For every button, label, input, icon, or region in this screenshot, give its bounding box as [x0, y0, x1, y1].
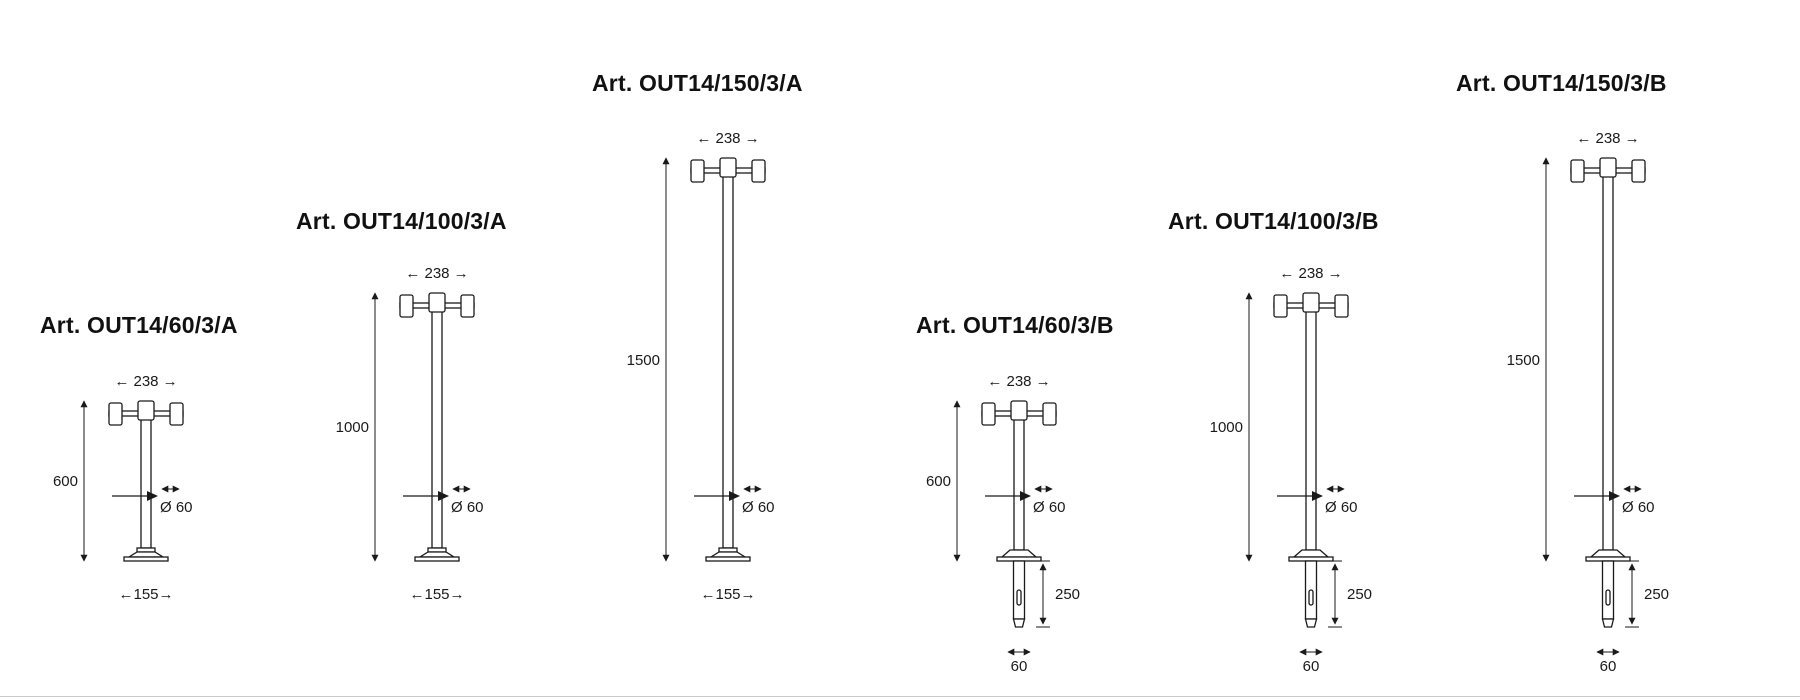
- fixture-out14-150-3-a: 1500 ← 238 → Ø 60 ←155→: [627, 130, 775, 603]
- base-width-dimension-label: ←155→: [409, 586, 464, 603]
- base-plate: [414, 547, 460, 562]
- diameter-leader-arrow-icon: [438, 491, 449, 501]
- base-width-dimension-label: ←155→: [118, 586, 173, 603]
- fixture-title-out14-150-3-b: Art. OUT14/150/3/B: [1456, 70, 1667, 96]
- height-dimension-label: 600: [926, 473, 951, 490]
- pole: [1013, 414, 1025, 551]
- diameter-dimension-label: Ø 60: [451, 499, 484, 516]
- head-width-dimension-label: ← 238 →: [696, 130, 759, 147]
- height-dimension-label: 600: [53, 473, 78, 490]
- diameter-dimension-label: Ø 60: [160, 499, 193, 516]
- base-plate: [123, 547, 169, 562]
- fixture-title-out14-100-3-a: Art. OUT14/100/3/A: [296, 208, 507, 234]
- fixture-out14-150-3-b: 1500 ← 238 → Ø 60 250 60: [1507, 130, 1669, 675]
- diameter-leader-arrow-icon: [147, 491, 158, 501]
- base-plate: [705, 547, 751, 562]
- fixture-out14-100-3-b: 1000 ← 238 → Ø 60 250 60: [1210, 265, 1372, 675]
- height-dimension-label: 1500: [627, 352, 660, 369]
- pole: [722, 171, 734, 549]
- fixture-title-out14-60-3-b: Art. OUT14/60/3/B: [916, 312, 1114, 338]
- diameter-leader-arrow-icon: [729, 491, 740, 501]
- diameter-leader-arrow-icon: [1312, 491, 1323, 501]
- ground-spike-base: [1585, 549, 1631, 628]
- head-width-dimension-label: ← 238 →: [114, 373, 177, 390]
- ground-spike-base: [1288, 549, 1334, 628]
- height-dimension-label: 1000: [336, 419, 369, 436]
- head-width-dimension-label: ← 238 →: [987, 373, 1050, 390]
- diameter-dimension-label: Ø 60: [1033, 499, 1066, 516]
- pole: [431, 306, 443, 549]
- spike-width-dimension-label: 60: [1600, 658, 1617, 675]
- fixture-out14-100-3-a: 1000 ← 238 → Ø 60 ←155→: [336, 265, 484, 603]
- diameter-leader-arrow-icon: [1020, 491, 1031, 501]
- height-dimension-label: 1000: [1210, 419, 1243, 436]
- pole: [1305, 306, 1317, 551]
- diameter-leader-arrow-icon: [1609, 491, 1620, 501]
- spike-depth-dimension-label: 250: [1644, 586, 1669, 603]
- diameter-dimension-label: Ø 60: [1622, 499, 1655, 516]
- spike-width-dimension-label: 60: [1303, 658, 1320, 675]
- pole: [140, 414, 152, 549]
- ground-spike-base: [996, 549, 1042, 628]
- height-dimension-label: 1500: [1507, 352, 1540, 369]
- spike-width-dimension-label: 60: [1011, 658, 1028, 675]
- fixture-title-out14-150-3-a: Art. OUT14/150/3/A: [592, 70, 803, 96]
- diameter-dimension-label: Ø 60: [742, 499, 775, 516]
- head-width-dimension-label: ← 238 →: [1279, 265, 1342, 282]
- spike-depth-dimension-label: 250: [1055, 586, 1080, 603]
- base-width-dimension-label: ←155→: [700, 586, 755, 603]
- head-width-dimension-label: ← 238 →: [405, 265, 468, 282]
- fixture-out14-60-3-b: 600 ← 238 → Ø 60 250 60: [926, 373, 1080, 675]
- fixture-out14-60-3-a: 600 ← 238 → Ø 60 ←155→: [53, 373, 193, 603]
- spike-depth-dimension-label: 250: [1347, 586, 1372, 603]
- diameter-dimension-label: Ø 60: [1325, 499, 1358, 516]
- head-width-dimension-label: ← 238 →: [1576, 130, 1639, 147]
- fixture-title-out14-60-3-a: Art. OUT14/60/3/A: [40, 312, 238, 338]
- page-bottom-divider: [0, 696, 1800, 697]
- fixture-title-out14-100-3-b: Art. OUT14/100/3/B: [1168, 208, 1379, 234]
